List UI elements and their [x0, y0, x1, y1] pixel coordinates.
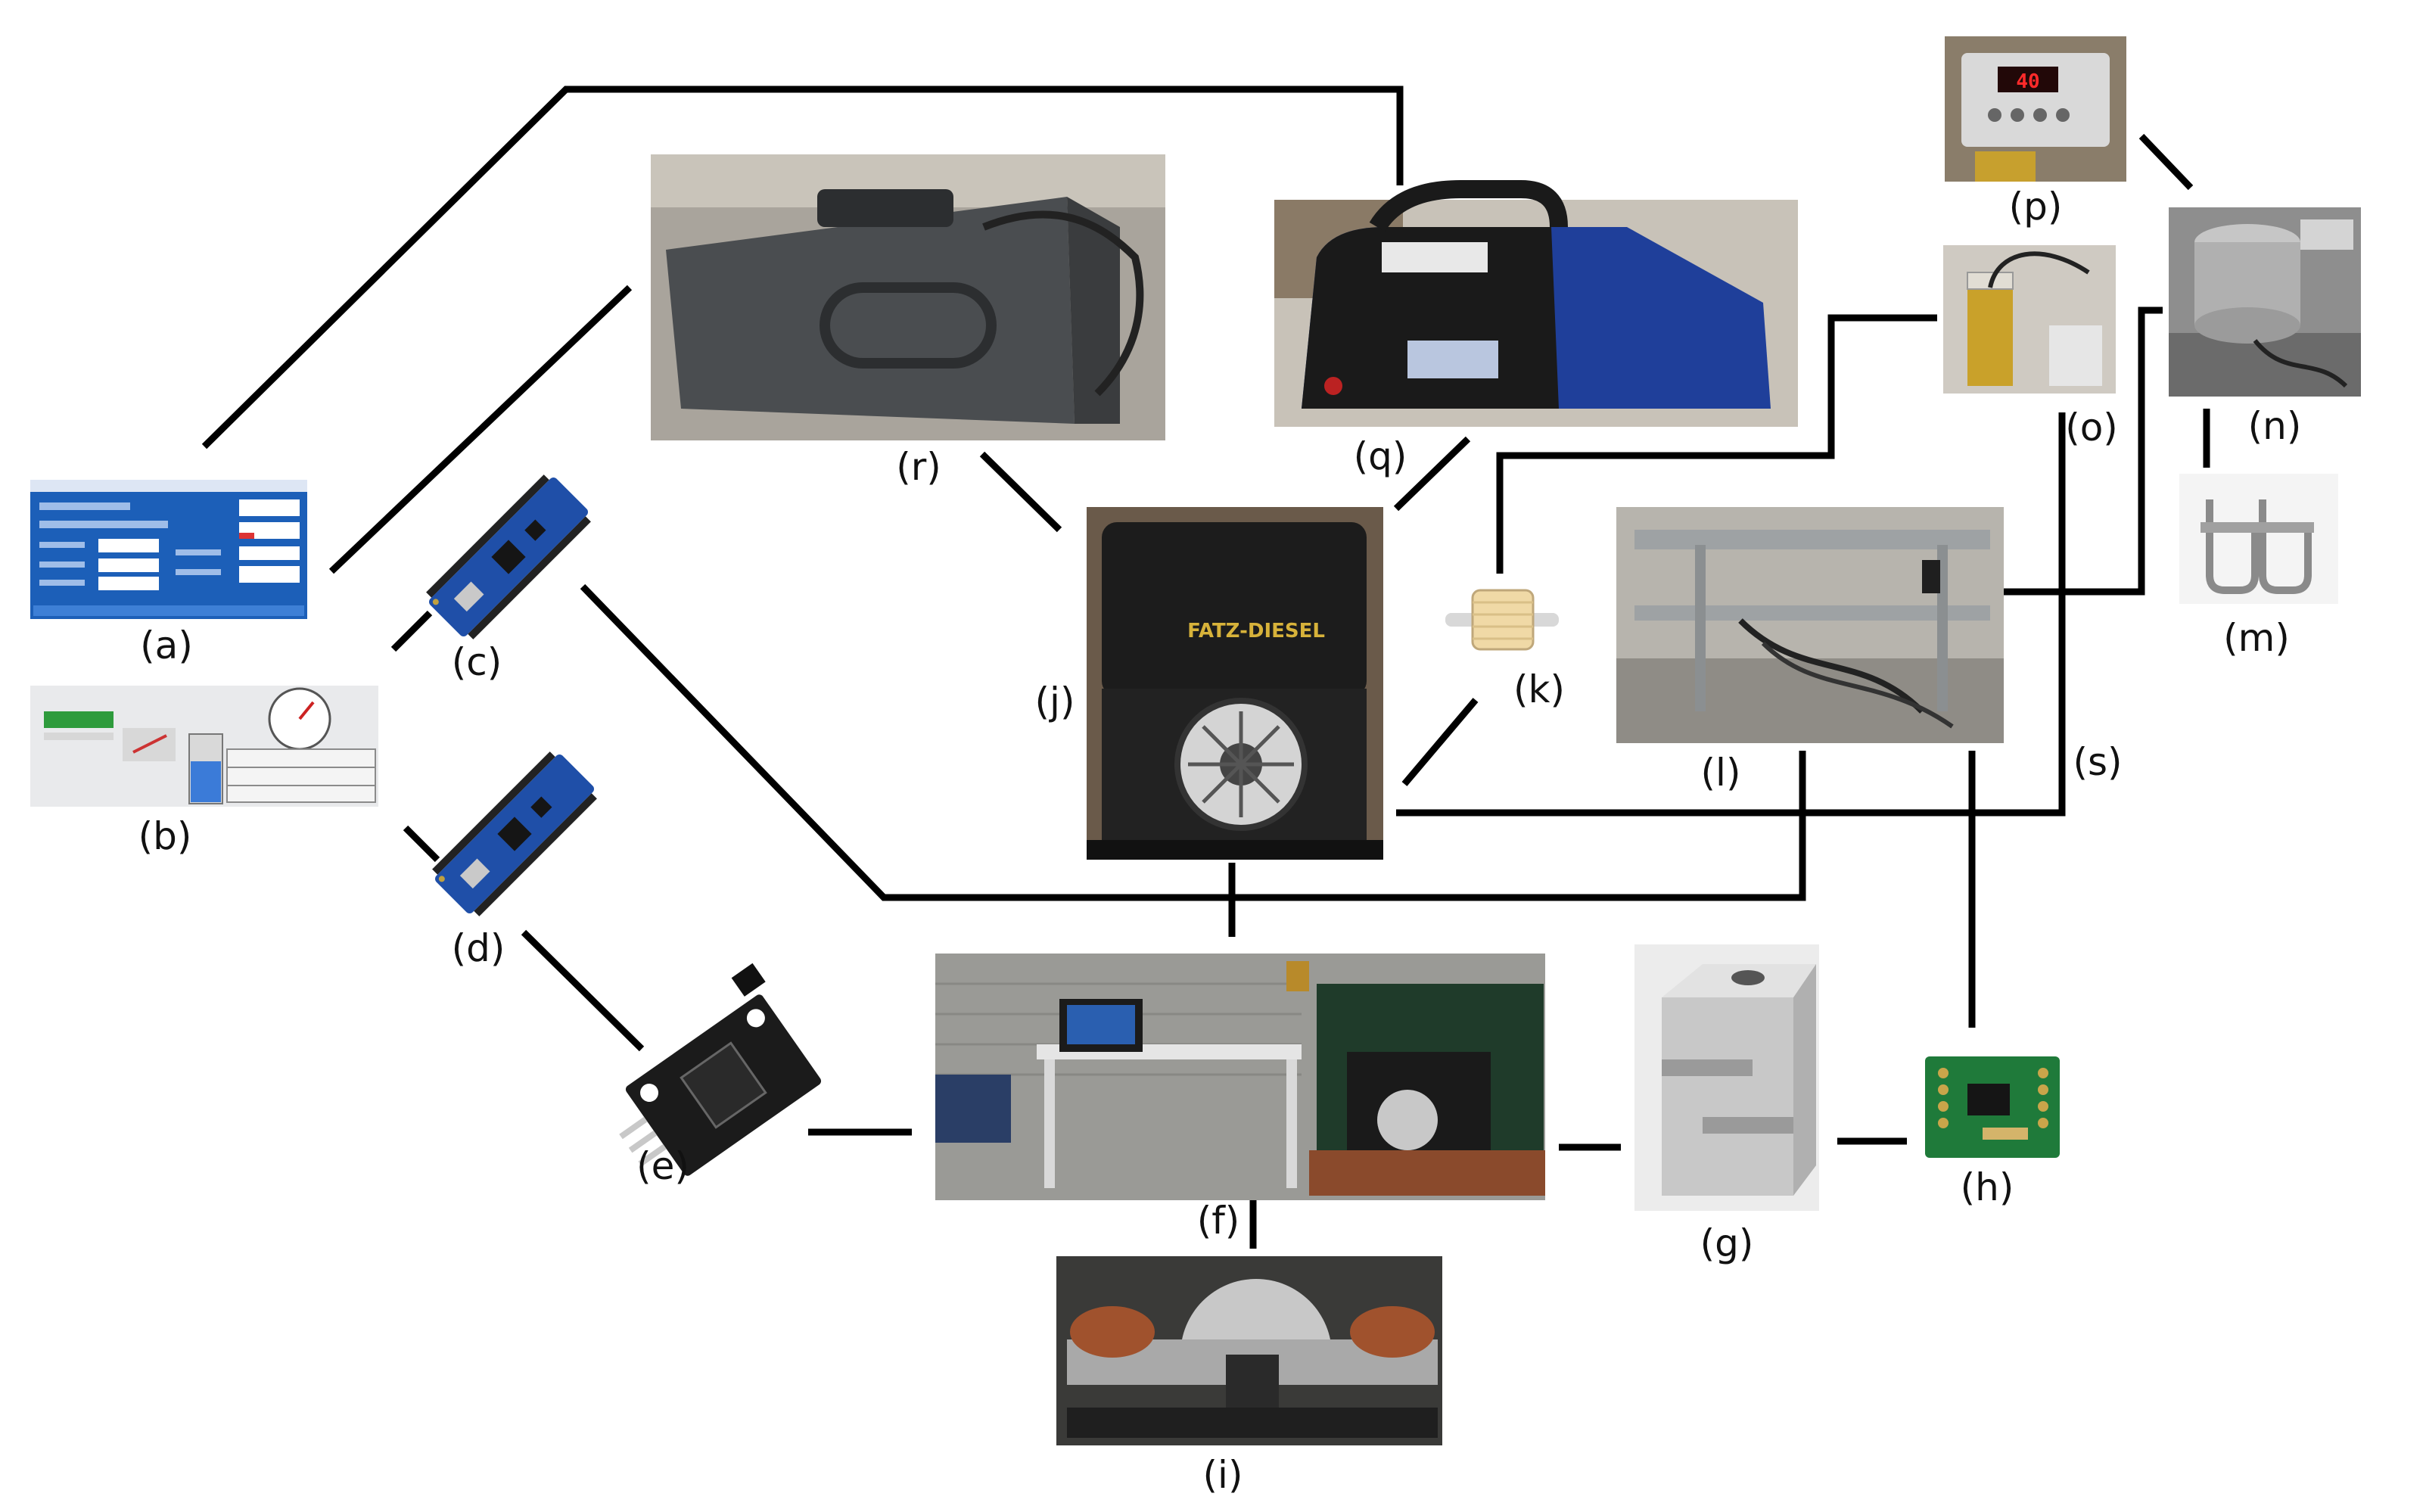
label-n: (n) — [2248, 404, 2302, 448]
fuel-container-image — [1943, 245, 2116, 394]
load-cell-amplifier-board — [1925, 1056, 2060, 1158]
label-h: (h) — [1961, 1165, 2014, 1209]
temperature-controller-image: 40 — [1945, 36, 2126, 182]
label-r: (r) — [896, 445, 941, 489]
gas-analyzer-image — [1274, 180, 1798, 427]
label-c: (c) — [452, 640, 502, 684]
label-b: (b) — [138, 814, 192, 858]
software-panel-image — [30, 686, 378, 807]
line-b-d — [403, 825, 440, 863]
label-k: (k) — [1513, 667, 1565, 711]
line-a-q — [201, 86, 1404, 450]
label-s: (s) — [2073, 740, 2122, 784]
label-f: (f) — [1197, 1199, 1240, 1243]
label-l: (l) — [1701, 751, 1741, 795]
arduino-nano-board-c — [426, 474, 591, 639]
heating-tank-image — [2169, 207, 2361, 397]
diesel-engine-image: FATZ-DIESEL — [1087, 507, 1383, 860]
label-i: (i) — [1203, 1453, 1243, 1497]
test-frame-image — [1616, 507, 2004, 743]
label-m: (m) — [2223, 616, 2290, 660]
line-k-j — [1401, 698, 1479, 786]
engine-brand-text: FATZ-DIESEL — [1187, 620, 1325, 642]
label-o: (o) — [2065, 406, 2118, 450]
line-l-n — [2002, 306, 2163, 596]
line-c-l — [580, 583, 1806, 901]
fuel-filter-image — [1445, 589, 1559, 651]
line-s-j — [1396, 412, 2066, 817]
hall-sensor-module — [619, 963, 822, 1176]
line-r-j — [979, 451, 1062, 533]
arduino-nano-board-d — [432, 751, 597, 916]
label-p: (p) — [2009, 185, 2063, 229]
line-q-j — [1393, 436, 1471, 512]
line-a-r — [328, 285, 633, 574]
test-bench-overview-image — [935, 954, 1545, 1200]
dynamometer-brake-image — [1056, 1256, 1442, 1445]
sensor-case-image — [651, 154, 1165, 440]
hmi-screen-image — [30, 480, 307, 619]
label-d: (d) — [452, 926, 505, 970]
label-q: (q) — [1354, 434, 1407, 478]
line-b-c — [390, 610, 433, 652]
label-g: (g) — [1700, 1221, 1754, 1265]
controller-readout: 40 — [2016, 70, 2039, 93]
load-cell-image — [1634, 944, 1819, 1211]
line-d-e — [521, 929, 645, 1052]
line-p-n — [2138, 133, 2194, 191]
line-o-k — [1496, 314, 1937, 574]
label-j: (j) — [1035, 680, 1075, 723]
label-a: (a) — [140, 624, 193, 667]
label-e: (e) — [636, 1144, 689, 1188]
connection-lines — [201, 86, 2210, 1249]
u-heater-element-image — [2179, 474, 2338, 604]
